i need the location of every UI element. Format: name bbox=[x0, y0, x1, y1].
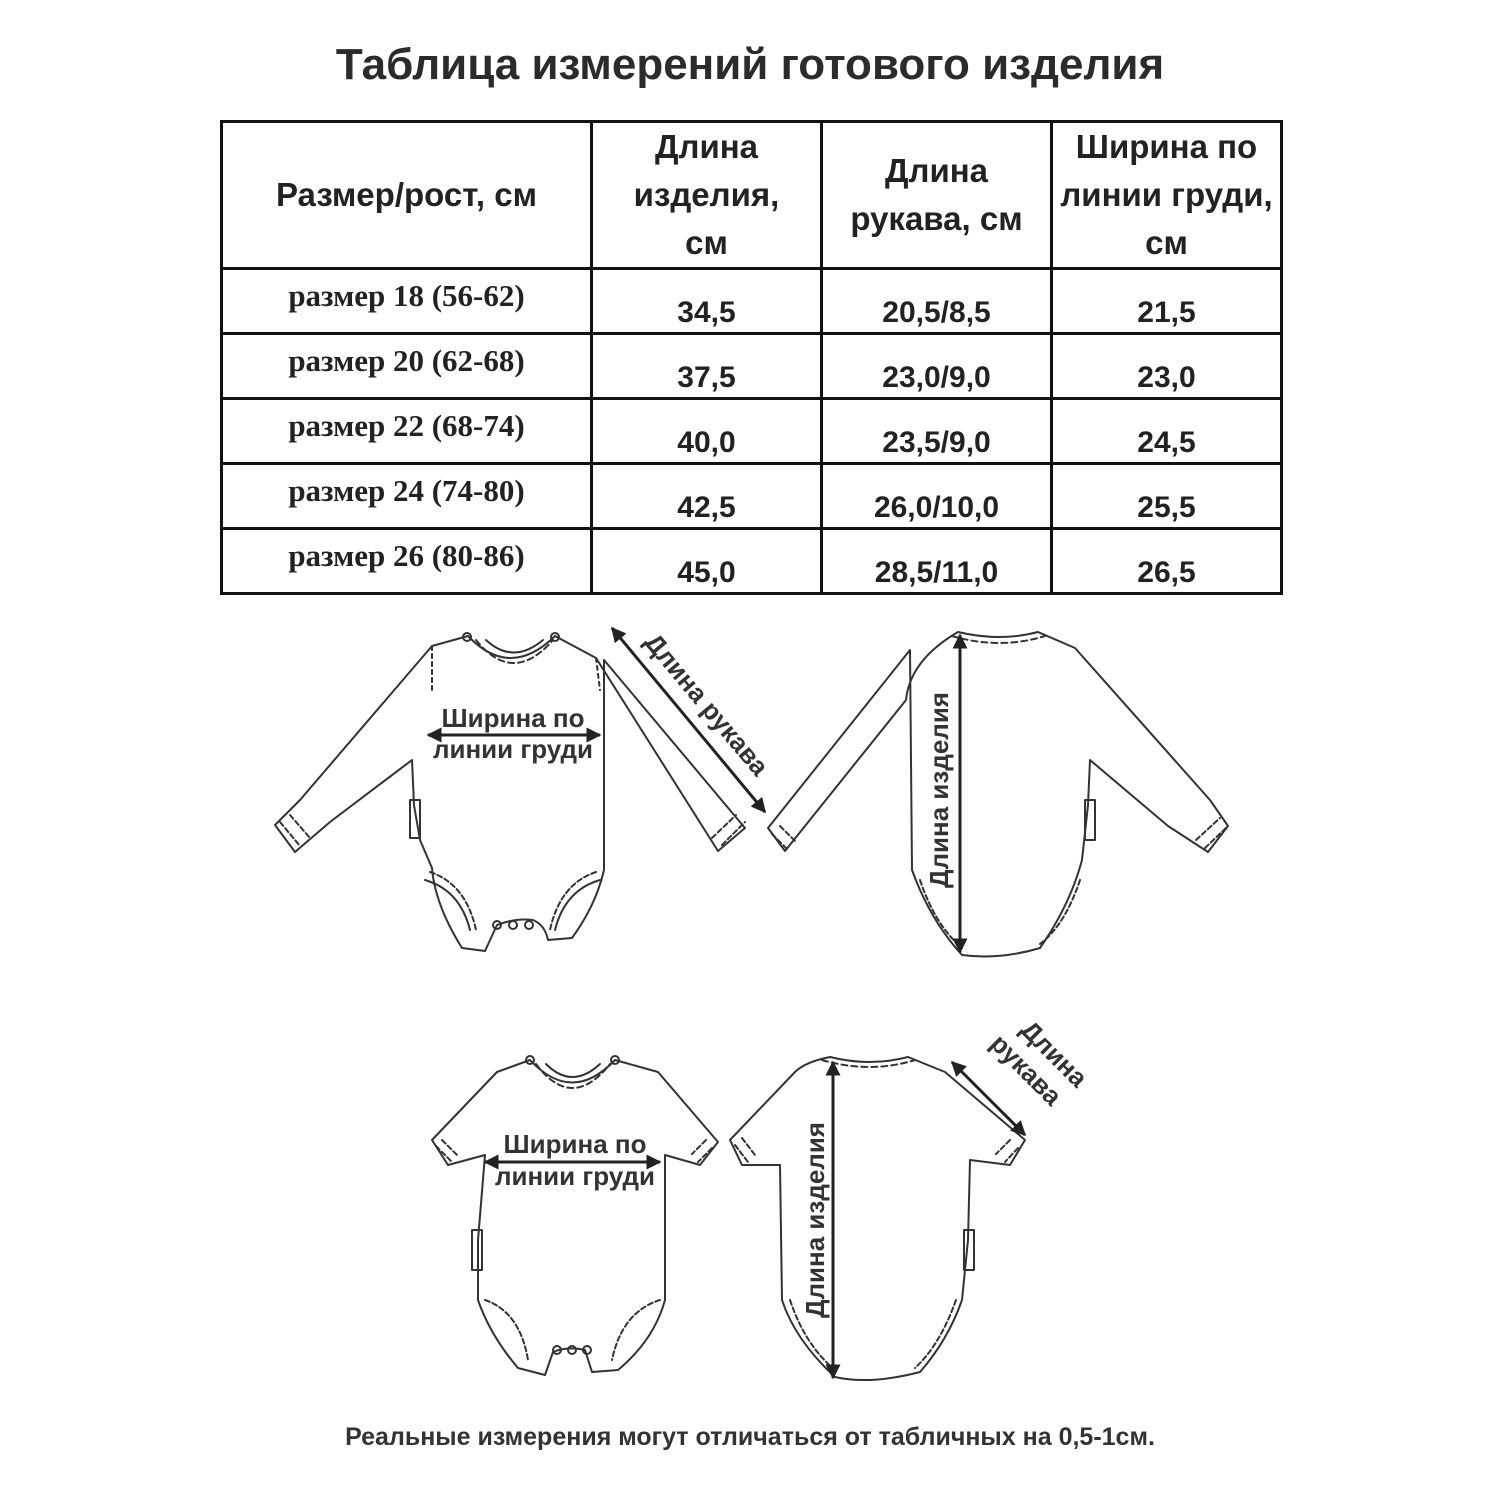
shortsleeve-back-drawing bbox=[729, 1056, 1026, 1382]
chest-width-label-line1: Ширина по bbox=[442, 703, 585, 733]
header-garment-length: Длина изделия, см bbox=[590, 120, 823, 270]
chest-width-cell: 25,5 bbox=[1050, 462, 1283, 530]
size-cell: размер 26 (80-86) bbox=[220, 527, 593, 595]
sleeve-length-arrow bbox=[610, 626, 767, 814]
table-row: размер 24 (74-80) 42,5 26,0/10,0 25,5 bbox=[220, 462, 1283, 530]
sleeve-length-cell: 26,0/10,0 bbox=[820, 462, 1053, 530]
sleeve-length-cell: 23,5/9,0 bbox=[820, 397, 1053, 465]
page-title: Таблица измерений готового изделия bbox=[335, 40, 1165, 89]
sleeve-length-cell: 20,5/8,5 bbox=[820, 267, 1053, 335]
table-row: размер 26 (80-86) 45,0 28,5/11,0 26,5 bbox=[220, 527, 1283, 595]
size-cell: размер 18 (56-62) bbox=[220, 267, 593, 335]
table-header-row: Размер/рост, см Длина изделия, см Длина … bbox=[220, 120, 1283, 270]
chest-width-label-short-line2: линии груди bbox=[495, 1161, 655, 1191]
header-size: Размер/рост, см bbox=[220, 120, 593, 270]
header-chest-width: Ширина по линии груди, см bbox=[1050, 120, 1283, 270]
sleeve-length-arrow-short bbox=[950, 1060, 1027, 1137]
measurement-table: Размер/рост, см Длина изделия, см Длина … bbox=[220, 120, 1283, 595]
table-row: размер 20 (62-68) 37,5 23,0/9,0 23,0 bbox=[220, 332, 1283, 400]
garment-length-cell: 42,5 bbox=[590, 462, 823, 530]
size-cell: размер 20 (62-68) bbox=[220, 332, 593, 400]
garment-length-cell: 45,0 bbox=[590, 527, 823, 595]
header-sleeve-length: Длина рукава, см bbox=[820, 120, 1053, 270]
chest-width-cell: 26,5 bbox=[1050, 527, 1283, 595]
garment-length-label: Длина изделия bbox=[924, 692, 954, 888]
chest-width-cell: 24,5 bbox=[1050, 397, 1283, 465]
footnote: Реальные измерения могут отличаться от т… bbox=[345, 1423, 1155, 1451]
sleeve-length-cell: 28,5/11,0 bbox=[820, 527, 1053, 595]
size-cell: размер 24 (74-80) bbox=[220, 462, 593, 530]
longsleeve-front-drawing bbox=[274, 632, 746, 952]
garment-length-cell: 37,5 bbox=[590, 332, 823, 400]
garment-length-cell: 34,5 bbox=[590, 267, 823, 335]
sleeve-length-cell: 23,0/9,0 bbox=[820, 332, 1053, 400]
chest-width-cell: 21,5 bbox=[1050, 267, 1283, 335]
chest-width-label-line2: линии груди bbox=[433, 734, 593, 764]
longsleeve-back-drawing bbox=[767, 631, 1229, 958]
shortsleeve-front-drawing bbox=[431, 1055, 719, 1376]
chest-width-label-short-line1: Ширина по bbox=[504, 1129, 647, 1159]
size-cell: размер 22 (68-74) bbox=[220, 397, 593, 465]
garment-length-cell: 40,0 bbox=[590, 397, 823, 465]
chest-width-cell: 23,0 bbox=[1050, 332, 1283, 400]
table-row: размер 18 (56-62) 34,5 20,5/8,5 21,5 bbox=[220, 267, 1283, 335]
garment-length-label-short: Длина изделия bbox=[800, 1122, 830, 1318]
table-row: размер 22 (68-74) 40,0 23,5/9,0 24,5 bbox=[220, 397, 1283, 465]
